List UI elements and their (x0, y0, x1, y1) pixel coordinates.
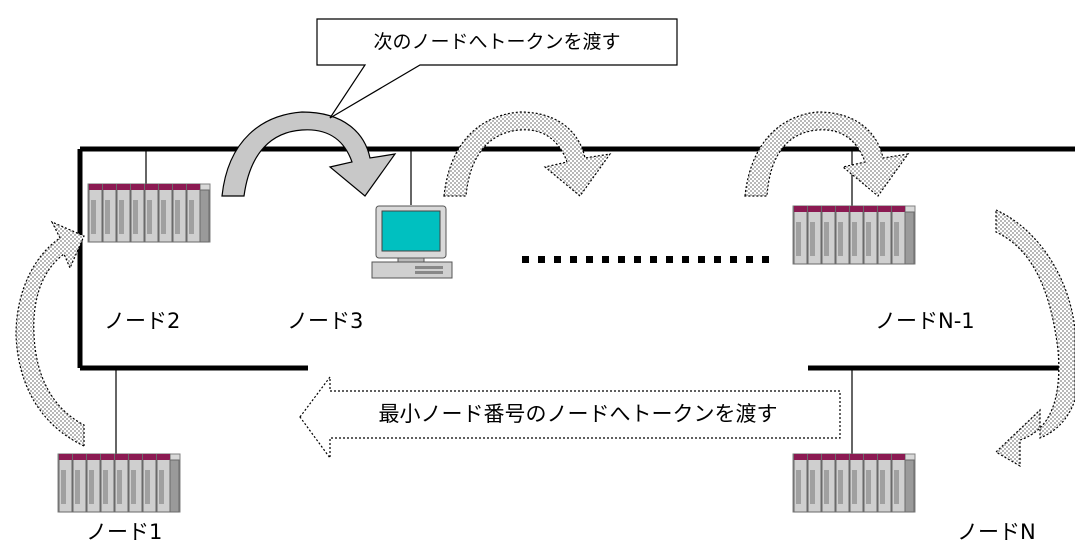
plc-rack-icon-nodeN1 (792, 205, 916, 265)
token-arrow-return-to-min-node (299, 375, 841, 460)
label-nodeN: ノードN (957, 520, 1036, 544)
ellipsis-dots (522, 256, 769, 263)
plc-rack-icon-node2 (87, 183, 211, 243)
label-node3: ノード3 (287, 309, 364, 333)
personal-computer-icon (371, 205, 453, 279)
token-arrow-node1-to-node2 (15, 220, 85, 447)
label-node2: ノード2 (104, 309, 181, 333)
label-node1: ノード1 (86, 520, 163, 544)
plc-rack-icon-nodeN (792, 453, 916, 513)
bottom-arrow-text: 最小ノード番号のノードへトークンを渡す (378, 402, 778, 426)
token-arrow-to-nodeN1 (744, 111, 910, 197)
token-arrow-nodeN1-to-nodeN (995, 209, 1075, 468)
label-nodeN1: ノードN-1 (875, 309, 975, 333)
plc-rack-icon-node1 (57, 453, 181, 513)
callout-text: 次のノードへトークンを渡す (373, 31, 621, 53)
token-arrow-node3-to-next (443, 111, 612, 197)
node-drop-lines (115, 151, 853, 454)
token-arrow-node2-to-node3 (221, 111, 397, 197)
callout-box (316, 18, 678, 119)
